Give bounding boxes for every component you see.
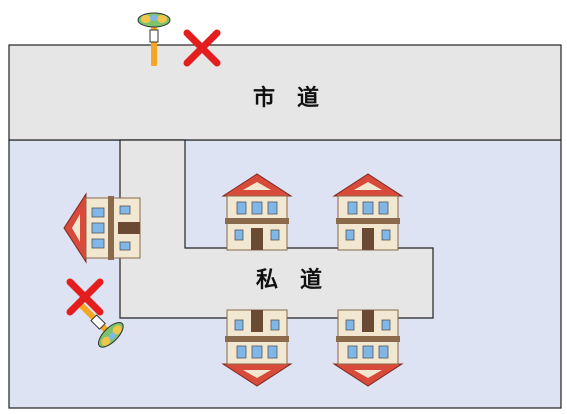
street-light-icon-private — [78, 302, 124, 348]
private-road-label: 私道 — [256, 268, 345, 293]
private-road — [119, 139, 434, 319]
cross-mark-icon-city — [183, 29, 221, 67]
city-road-label: 市道 — [253, 86, 342, 111]
city-road — [8, 44, 562, 141]
street-light-icon-city — [137, 12, 171, 66]
cross-mark-icon-private — [66, 278, 104, 316]
